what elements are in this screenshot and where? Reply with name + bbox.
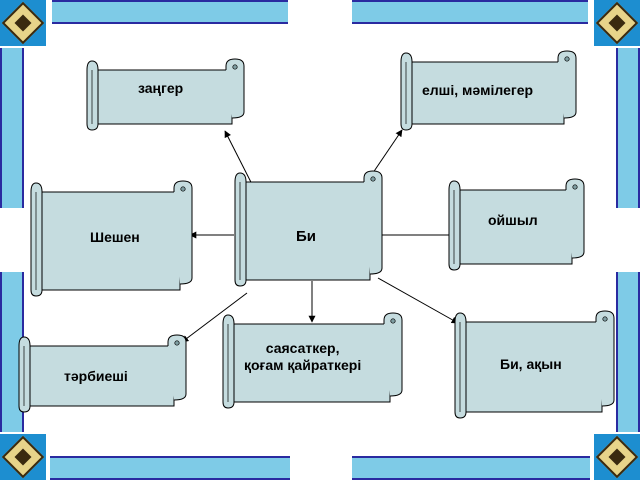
tarbieshi-label: тәрбиеші bbox=[64, 368, 128, 384]
scroll-biakyn: Би, ақын bbox=[454, 310, 615, 419]
scroll-sheshen: Шешен bbox=[30, 180, 193, 297]
scroll-bi-center: Би bbox=[234, 170, 383, 287]
frame-left-top-strip bbox=[0, 48, 24, 208]
frame-top-left-strip bbox=[52, 0, 288, 24]
biakyn-label: Би, ақын bbox=[500, 356, 562, 372]
bi-center-label: Би bbox=[296, 228, 317, 245]
arrow-to-tarbieshi bbox=[181, 292, 248, 343]
frame-corner-bottom-left bbox=[0, 434, 46, 480]
frame-corner-bottom-right bbox=[594, 434, 640, 480]
frame-right-top-strip bbox=[616, 48, 640, 208]
frame-corner-top-left bbox=[0, 0, 46, 46]
scroll-tarbieshi: тәрбиеші bbox=[18, 334, 187, 413]
zanger-label: заңгер bbox=[138, 80, 184, 96]
scroll-oishyl: ойшыл bbox=[448, 178, 585, 271]
frame-right-bottom-strip bbox=[616, 272, 640, 432]
elshi-label: елші, мәмілегер bbox=[422, 82, 534, 98]
scroll-sayasatker: саясаткер, қоғам қайраткері bbox=[222, 312, 403, 409]
arrow-to-biakyn bbox=[377, 277, 459, 324]
scroll-elshi: елші, мәмілегер bbox=[400, 50, 577, 131]
frame-bottom-right-strip bbox=[352, 456, 590, 480]
oishyl-label: ойшыл bbox=[488, 212, 538, 228]
sheshen-label: Шешен bbox=[90, 229, 140, 245]
sayasatker-label: саясаткер, қоғам қайраткері bbox=[244, 340, 362, 373]
frame-bottom-left-strip bbox=[50, 456, 290, 480]
frame-top-right-strip bbox=[352, 0, 588, 24]
frame-corner-top-right bbox=[594, 0, 640, 46]
scroll-zanger: заңгер bbox=[86, 58, 245, 131]
